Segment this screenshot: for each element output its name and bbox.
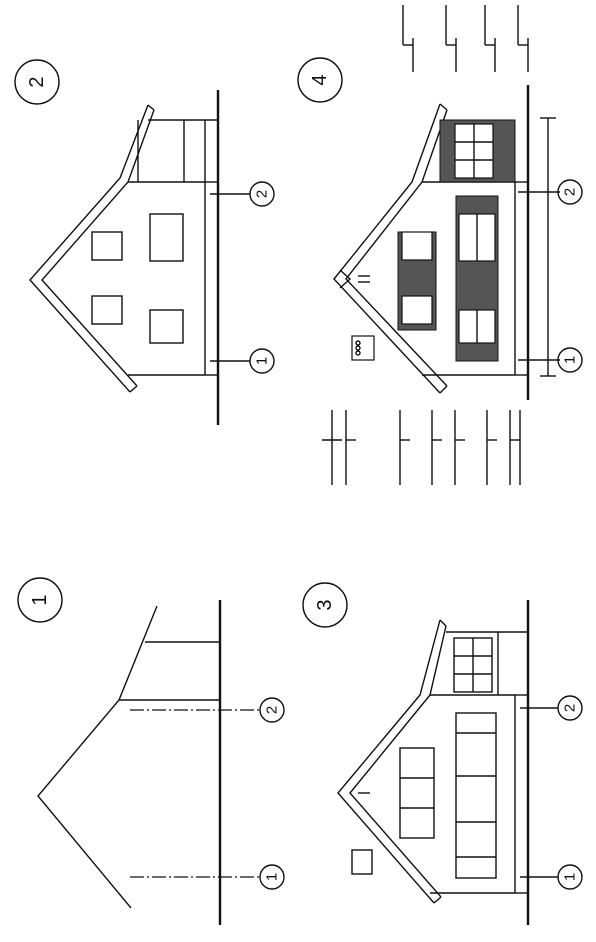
drawing-number-badge: 3 — [302, 582, 348, 628]
svg-text:1: 1 — [254, 357, 271, 365]
ridge-ornament — [339, 269, 352, 289]
axis-marker-1: 1 — [557, 864, 583, 890]
drawing-number-badge: 2 — [14, 59, 60, 105]
svg-text:2: 2 — [254, 190, 271, 198]
drawing-number-badge: 1 — [17, 577, 63, 623]
drawing-number: 2 — [26, 76, 48, 87]
roof-outline — [337, 619, 441, 904]
window — [149, 309, 184, 344]
window — [91, 231, 123, 261]
axis-marker-2: 2 — [557, 695, 583, 721]
roof-outline — [333, 103, 441, 394]
drawing-number-badge: 4 — [297, 57, 343, 103]
roof-outline — [29, 104, 149, 393]
axis-marker-1: 1 — [259, 864, 285, 890]
svg-text:2: 2 — [562, 704, 579, 712]
window — [399, 747, 435, 839]
chimney — [351, 335, 375, 361]
axis-marker-2: 2 — [249, 181, 275, 207]
svg-text:1: 1 — [562, 356, 579, 364]
drawing-2: 2 2 1 — [14, 59, 275, 425]
axis-marker-2: 2 — [259, 697, 285, 723]
drawing-4: 4 — [297, 5, 583, 485]
window — [149, 213, 184, 262]
svg-text:1: 1 — [264, 873, 281, 881]
svg-text:1: 1 — [562, 873, 579, 881]
drawing-number: 4 — [309, 74, 331, 85]
drawing-3: 3 2 — [302, 582, 583, 925]
axis-marker-2: 2 — [557, 179, 583, 205]
window — [401, 231, 433, 261]
level-marks-top — [402, 5, 529, 72]
axis-marker-1: 1 — [249, 348, 275, 374]
window — [401, 295, 433, 325]
drawing-1: 1 2 1 — [17, 577, 285, 925]
svg-text:2: 2 — [264, 706, 281, 714]
chimney — [351, 849, 373, 875]
roof-outline — [37, 605, 158, 909]
window — [455, 712, 497, 879]
drawing-number: 3 — [314, 599, 336, 610]
level-marks-bottom — [322, 410, 521, 485]
drawing-number: 1 — [29, 594, 51, 605]
svg-text:2: 2 — [562, 188, 579, 196]
axis-marker-1: 1 — [557, 347, 583, 373]
window — [91, 295, 123, 325]
